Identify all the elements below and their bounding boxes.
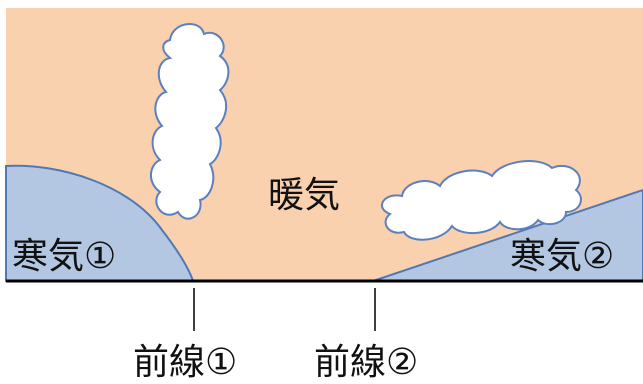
warm-air-label: 暖気 [268,175,340,216]
cold-air-1-label: 寒気① [12,236,116,277]
front-2-label: 前線② [314,342,418,383]
cold-air-2-label: 寒気② [510,236,614,277]
cumulus-cloud [150,23,230,220]
cold-air-1-region [5,164,195,282]
front-1-label: 前線① [133,342,237,383]
stratus-cloud [381,160,582,241]
